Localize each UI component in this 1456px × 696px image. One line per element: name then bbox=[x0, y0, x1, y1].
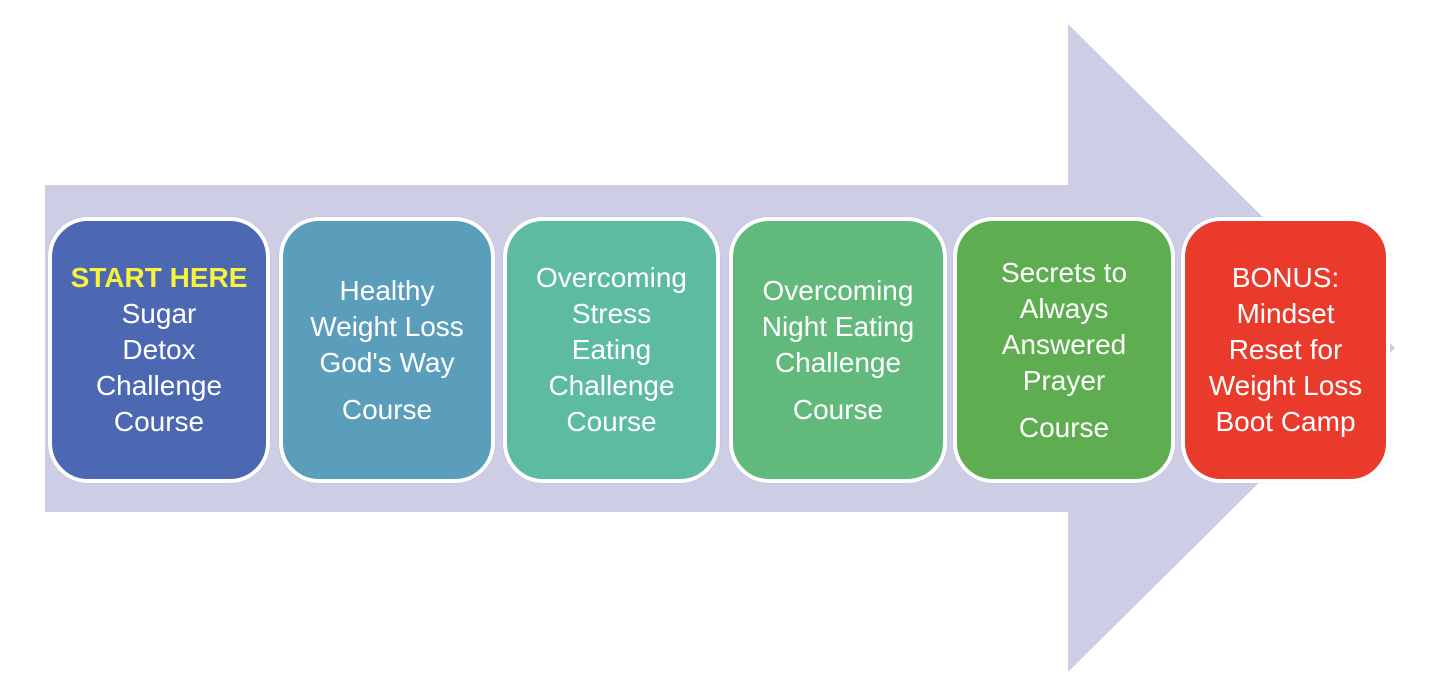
step-body: BONUS: Mindset Reset for Weight Loss Boo… bbox=[1208, 262, 1363, 437]
step-body: Sugar Detox Challenge Course bbox=[95, 298, 223, 437]
step-body: Overcoming Stress Eating Challenge Cours… bbox=[536, 262, 687, 437]
step-body: Secrets to Always Answered Prayer bbox=[1000, 256, 1128, 396]
step-footer: Course bbox=[341, 393, 433, 425]
step-box-healthy-weight-loss: Healthy Weight Loss God's Way Course bbox=[279, 217, 495, 483]
step-title-start-here: START HERE bbox=[70, 262, 248, 293]
step-box-sugar-detox: START HERE Sugar Detox Challenge Course bbox=[48, 217, 270, 483]
step-box-bonus-bootcamp: BONUS: Mindset Reset for Weight Loss Boo… bbox=[1181, 217, 1390, 483]
step-body: Healthy Weight Loss God's Way bbox=[310, 274, 464, 378]
step-box-stress-eating: Overcoming Stress Eating Challenge Cours… bbox=[503, 217, 720, 483]
right-arrow-icon bbox=[45, 24, 1395, 672]
step-box-answered-prayer: Secrets to Always Answered Prayer Course bbox=[953, 217, 1175, 483]
step-box-night-eating: Overcoming Night Eating Challenge Course bbox=[729, 217, 947, 483]
step-footer: Course bbox=[1018, 411, 1110, 443]
step-footer: Course bbox=[792, 393, 884, 425]
step-body: Overcoming Night Eating Challenge bbox=[761, 274, 915, 378]
